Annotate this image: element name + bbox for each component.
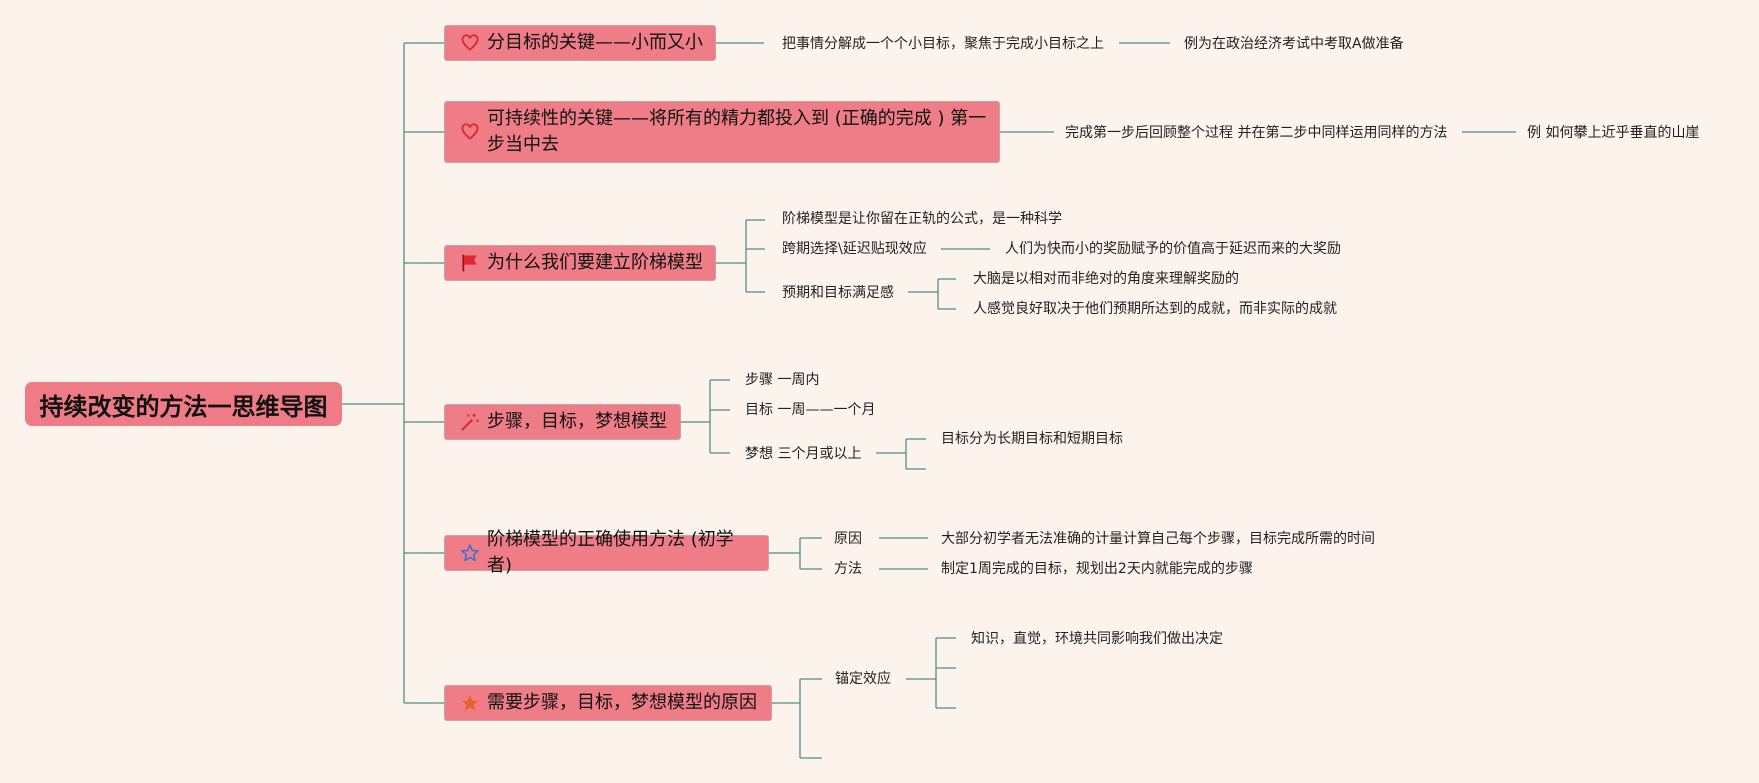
branch-label: 阶梯模型的正确使用方法 (初学者) xyxy=(487,529,734,576)
branch-label: 可持续性的关键——将所有的精力都投入到 (正确的完成 ) 第一步当中去 xyxy=(487,108,987,155)
subtopic-1-1-1[interactable]: 例为在政治经济考试中考取A做准备 xyxy=(1184,36,1404,52)
subtopic-1-1[interactable]: 把事情分解成一个个小目标，聚焦于完成小目标之上 xyxy=(782,36,1104,52)
branch-node-2[interactable]: 可持续性的关键——将所有的精力都投入到 (正确的完成 ) 第一步当中去 xyxy=(444,101,1000,163)
branch-node-6[interactable]: 需要步骤，目标，梦想模型的原因 xyxy=(444,685,772,721)
subtopic-4-2[interactable]: 目标 一周——一个月 xyxy=(745,402,876,418)
subtopic-5-1[interactable]: 原因 xyxy=(834,531,862,547)
subtopic-6-1-1[interactable]: 知识，直觉，环境共同影响我们做出决定 xyxy=(971,631,1223,647)
subtopic-5-2-1[interactable]: 制定1周完成的目标，规划出2天内就能完成的步骤 xyxy=(941,561,1253,577)
magic-wand-icon xyxy=(461,413,479,431)
branch-node-4[interactable]: 步骤，目标，梦想模型 xyxy=(444,404,681,440)
subtopic-4-3-1[interactable]: 目标分为长期目标和短期目标 xyxy=(941,431,1123,447)
subtopic-6-1[interactable]: 锚定效应 xyxy=(835,671,891,687)
subtopic-5-2[interactable]: 方法 xyxy=(834,561,862,577)
subtopic-3-3-2[interactable]: 人感觉良好取决于他们预期所达到的成就，而非实际的成就 xyxy=(973,301,1337,317)
star-icon xyxy=(461,695,479,711)
flag-icon xyxy=(462,254,477,272)
subtopic-3-3-1[interactable]: 大脑是以相对而非绝对的角度来理解奖励的 xyxy=(973,271,1239,287)
branch-label: 为什么我们要建立阶梯模型 xyxy=(487,252,703,273)
subtopic-3-1[interactable]: 阶梯模型是让你留在正轨的公式，是一种科学 xyxy=(782,211,1062,227)
subtopic-3-2-1[interactable]: 人们为快而小的奖励赋予的价值高于延迟而来的大奖励 xyxy=(1005,241,1341,257)
branch-node-1[interactable]: 分目标的关键——小而又小 xyxy=(444,25,716,61)
root-node[interactable]: 持续改变的方法一思维导图 xyxy=(25,382,342,426)
subtopic-3-3[interactable]: 预期和目标满足感 xyxy=(782,285,894,301)
branch-node-5[interactable]: 阶梯模型的正确使用方法 (初学者) xyxy=(444,529,769,576)
subtopic-4-1[interactable]: 步骤 一周内 xyxy=(745,372,820,388)
heart-icon xyxy=(461,123,479,140)
root-label: 持续改变的方法一思维导图 xyxy=(39,392,328,421)
subtopic-3-2[interactable]: 跨期选择\延迟贴现效应 xyxy=(782,241,927,257)
branch-label: 分目标的关键——小而又小 xyxy=(487,32,703,53)
star-outline-icon xyxy=(461,544,479,562)
subtopic-2-1-1[interactable]: 例 如何攀上近乎垂直的山崖 xyxy=(1527,125,1700,141)
branch-label: 步骤，目标，梦想模型 xyxy=(487,411,667,432)
subtopic-2-1[interactable]: 完成第一步后回顾整个过程 并在第二步中同样运用同样的方法 xyxy=(1065,125,1448,141)
subtopic-5-1-1[interactable]: 大部分初学者无法准确的计量计算自己每个步骤，目标完成所需的时间 xyxy=(941,531,1375,547)
branch-node-3[interactable]: 为什么我们要建立阶梯模型 xyxy=(444,245,716,281)
subtopic-4-3[interactable]: 梦想 三个月或以上 xyxy=(745,446,862,462)
branch-label: 需要步骤，目标，梦想模型的原因 xyxy=(487,692,757,713)
heart-icon xyxy=(461,34,479,51)
